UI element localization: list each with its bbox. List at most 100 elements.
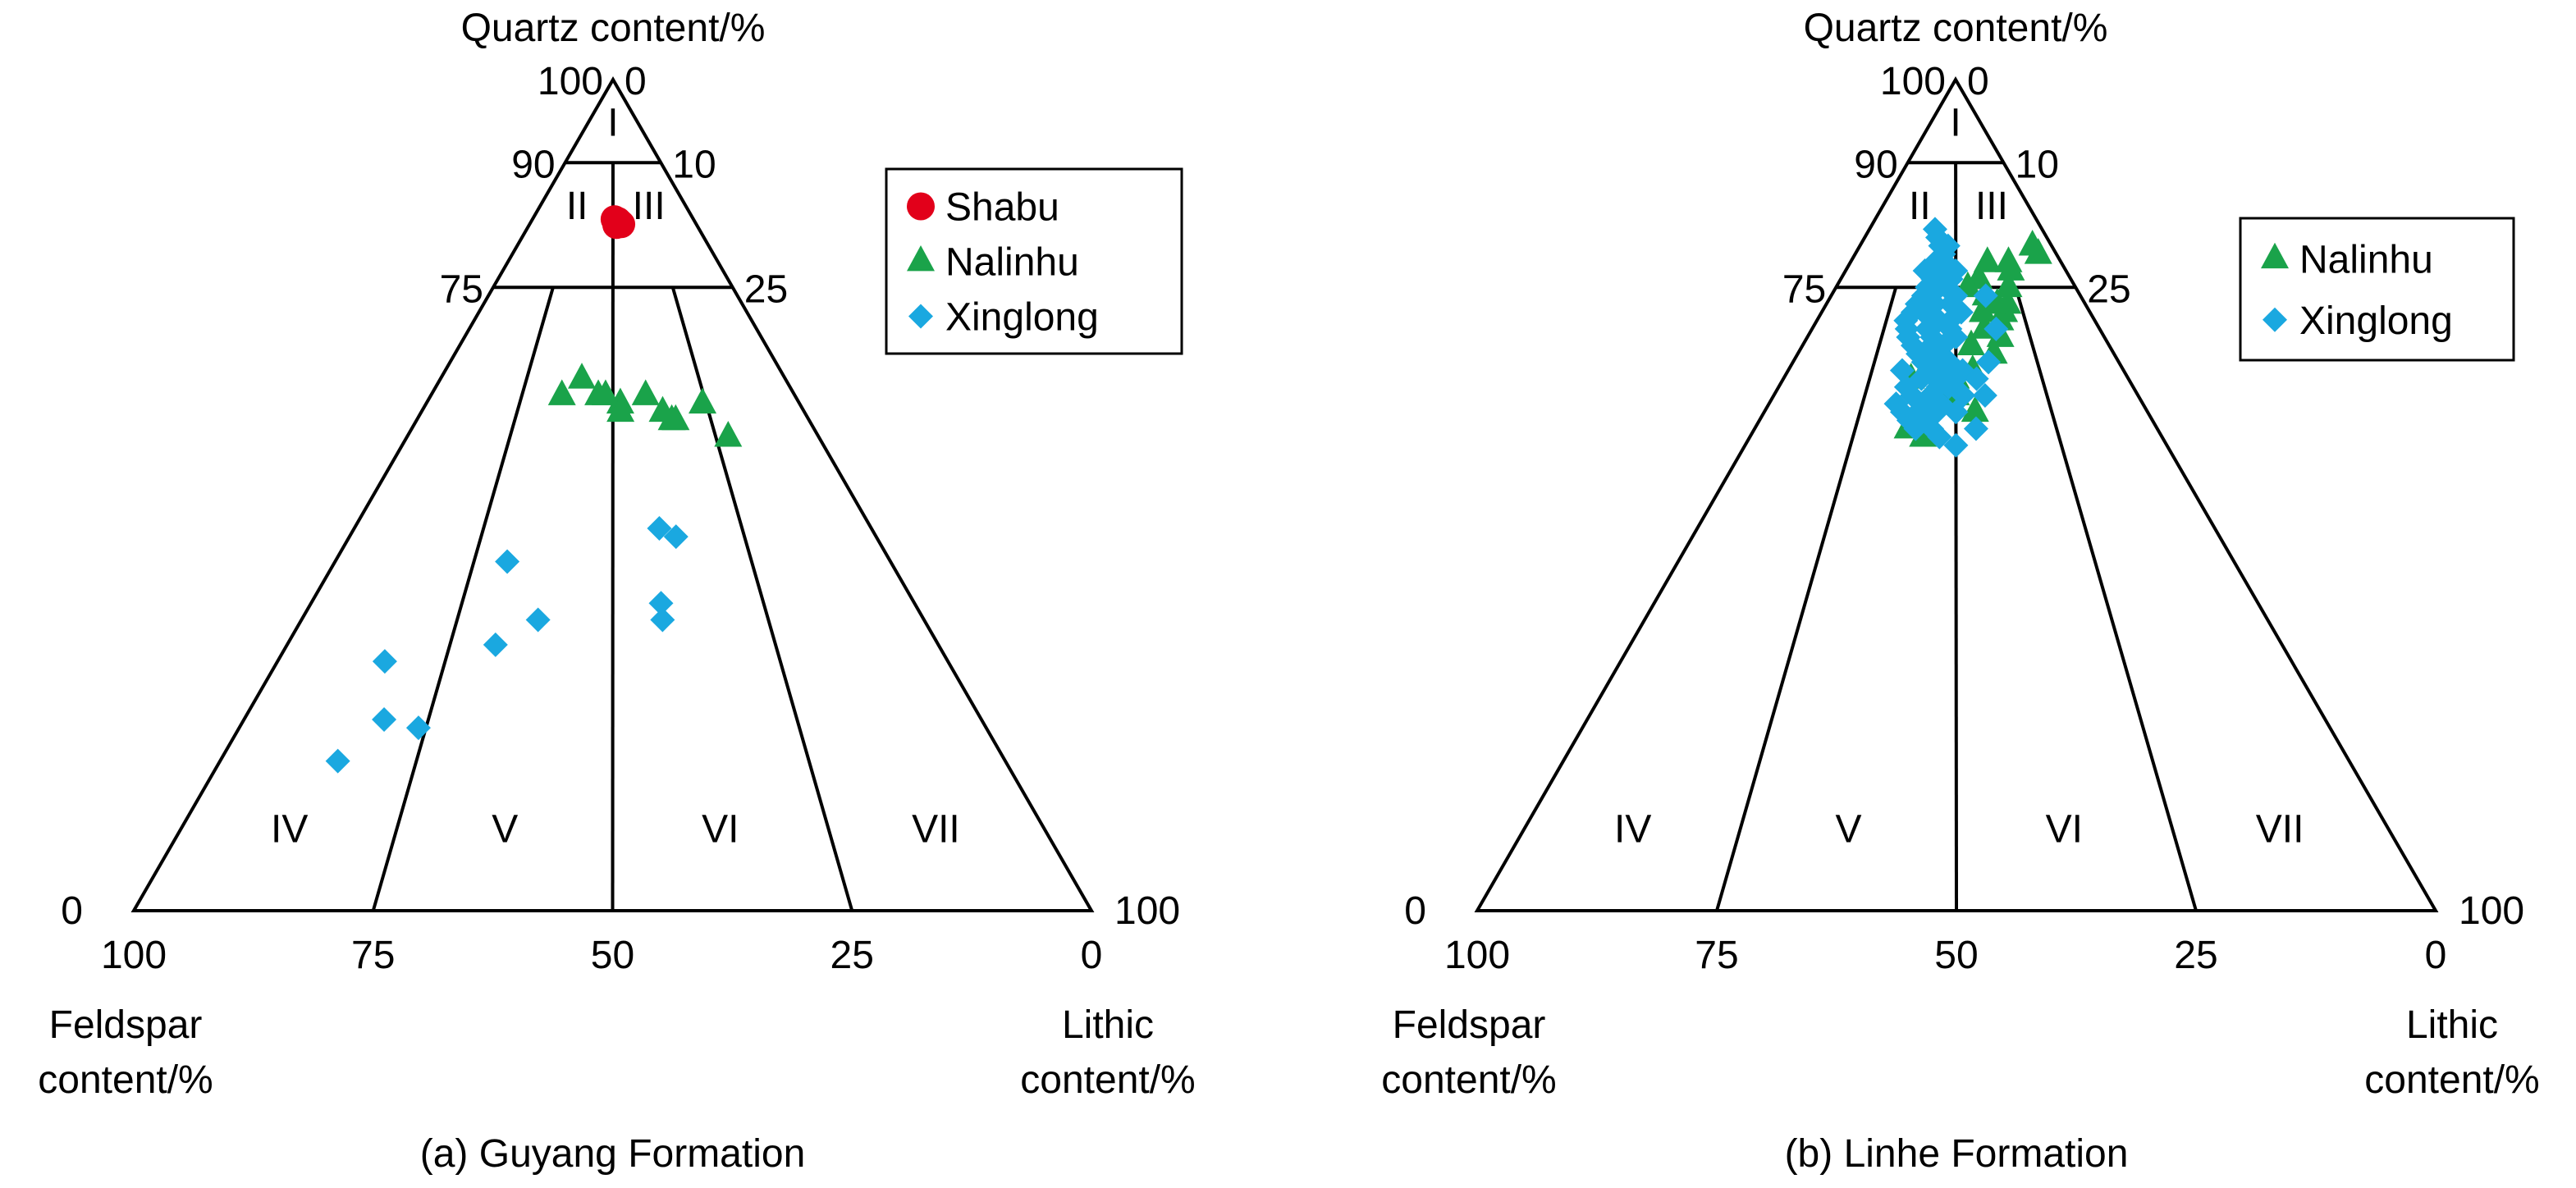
tick-label-feldspar: 25 [830,934,874,977]
region-label: VII [2256,808,2304,852]
tick-label-feldspar: 50 [1934,934,1978,977]
marker-nalinhu [1961,395,1989,423]
legend-entry-label: Xinglong [2299,299,2453,343]
field-boundary-f75 [2014,286,2198,912]
marker-xinglong [1943,432,1969,458]
marker-xinglong [650,607,675,633]
legend-entry-label: Nalinhu [945,241,1079,285]
marker-xinglong [1896,408,1921,433]
marker-nalinhu [661,404,690,431]
marker-nalinhu [568,363,597,389]
marker-nalinhu [1957,329,1986,356]
tick-label-feldspar: 75 [1695,934,1738,977]
tick-label-lithic: 25 [2087,267,2130,311]
region-label: III [633,185,666,228]
marker-xinglong [405,715,431,741]
marker-xinglong [1938,291,1963,317]
tick-label-quartz: 75 [1782,267,1826,311]
marker-nalinhu [1968,296,1997,322]
region-label: IV [271,808,308,852]
marker-xinglong [648,591,674,616]
legend-entry-label: Shabu [945,186,1059,230]
region-label: II [1909,185,1931,228]
marker-nalinhu [584,379,613,405]
marker-shabu [907,192,935,221]
marker-xinglong [1889,358,1915,383]
tick-label-feldspar: 100 [1444,934,1510,977]
marker-xinglong [372,707,397,733]
marker-xinglong [1943,325,1969,350]
left-axis-title: content/% [38,1058,213,1102]
legend-box [2239,217,2515,362]
region-label: VI [702,808,739,852]
marker-xinglong [663,524,689,550]
right-axis-title: Lithic [2406,1003,2498,1047]
marker-xinglong [1943,258,1969,283]
marker-xinglong [1927,424,1952,450]
marker-xinglong [1973,283,1998,308]
top-axis-title: Quartz content/% [461,7,766,50]
marker-nalinhu [1997,254,2025,281]
region-label: I [607,102,618,145]
field-boundary-f25 [1715,286,1898,912]
tick-label-lithic: 100 [2459,889,2524,933]
marker-xinglong [908,304,933,329]
tick-label-quartz: 0 [61,889,83,933]
marker-xinglong [1963,416,1988,441]
region-label: IV [1614,808,1651,852]
field-boundary-f25 [371,286,555,912]
legend-entry-label: Xinglong [945,296,1099,340]
tick-label-lithic: 0 [625,60,647,103]
tick-label-quartz: 0 [1404,889,1426,933]
marker-nalinhu [2261,242,2289,269]
region-label: V [492,808,518,852]
region-label: VII [912,808,960,852]
region-label: I [1950,102,1961,145]
tick-label-lithic: 10 [2016,143,2059,186]
marker-nalinhu [1994,271,2023,298]
marker-xinglong [525,607,551,633]
tick-label-quartz: 90 [511,143,555,186]
marker-xinglong [1976,350,2002,375]
region-label: III [1975,185,2008,228]
marker-xinglong [495,549,520,574]
tick-label-feldspar: 25 [2174,934,2217,977]
marker-nalinhu [2024,238,2052,264]
marker-nalinhu [1983,287,2011,314]
marker-xinglong [1924,400,1950,425]
tick-label-quartz: 100 [1880,60,1946,103]
field-boundary-f75 [670,286,854,912]
left-axis-title: content/% [1381,1058,1556,1102]
region-label: V [1835,808,1861,852]
marker-nalinhu [907,244,935,272]
legend-entry-label: Nalinhu [2299,238,2433,281]
region-label: VI [2046,808,2083,852]
chart-subtitle: (b) Linhe Formation [1785,1132,2129,1176]
top-axis-title: Quartz content/% [1804,7,2108,50]
marker-xinglong [2263,307,2287,332]
marker-xinglong [372,649,397,674]
marker-nalinhu [606,395,635,423]
marker-xinglong [1983,316,2009,341]
tick-label-lithic: 10 [672,143,716,186]
tick-label-lithic: 100 [1114,889,1180,933]
right-axis-title: content/% [1020,1058,1195,1102]
tick-label-lithic: 0 [1967,60,1989,103]
tick-label-quartz: 100 [538,60,603,103]
marker-nalinhu [631,379,660,405]
marker-nalinhu [1973,246,2002,272]
marker-xinglong [1883,391,1909,417]
marker-xinglong [1911,341,1937,367]
tick-label-feldspar: 75 [351,934,395,977]
right-axis-title: Lithic [1062,1003,1154,1047]
legend-box [885,167,1183,355]
tick-label-quartz: 75 [440,267,483,311]
marker-xinglong [1918,283,1943,308]
chart-subtitle: (a) Guyang Formation [420,1132,806,1176]
marker-nalinhu [689,387,717,414]
marker-nalinhu [547,379,576,405]
tick-label-feldspar: 50 [591,934,634,977]
left-axis-title: Feldspar [1393,1003,1546,1047]
